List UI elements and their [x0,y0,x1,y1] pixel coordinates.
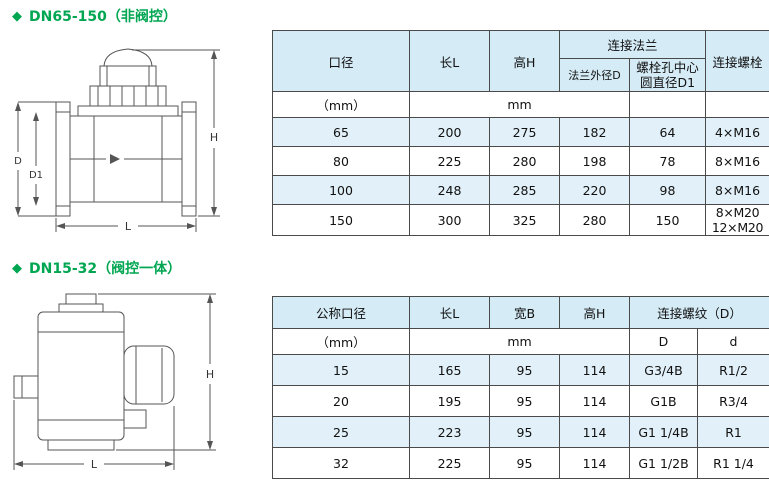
table-cell: 225 [409,447,490,479]
table-cell: 95 [489,447,560,479]
table-cell: 114 [559,447,630,479]
col-header-thread-d-small: d [696,328,769,355]
table-cell: G1 1/4B [629,416,698,448]
table-cell: 114 [559,354,630,386]
units-mm: mm [409,328,630,355]
table-cell: 280 [489,146,560,176]
table-cell: 300 [409,204,490,236]
spec-row-80: 80 225 280 198 78 8×M16 [272,146,769,176]
table-cell: 248 [409,175,490,205]
diamond-bullet-icon: ◆ [12,260,22,276]
table-cell: 78 [628,146,707,176]
dn15-32-spec-table: 公称口径 长L 宽B 高H 连接螺纹（D） （mm） mm D d 15 165… [272,296,769,479]
section1-title: DN65-150（非阀控） [29,9,177,25]
dn65-150-meter-drawing: D D1 H L [6,24,268,244]
col-header-length: 长L [409,30,490,92]
dim-label-h: H [206,368,214,381]
table-cell: R3/4 [696,385,769,417]
col-header-flange-od: 法兰外径D [559,58,630,92]
col-header-bolts: 连接螺栓 [705,30,769,92]
table-cell: 100 [272,175,410,205]
spec-row-25: 25 223 95 114 G1 1/4B R1 [272,416,769,448]
col-header-nominal-diameter: 公称口径 [272,296,410,329]
dim-label-l: L [125,220,132,233]
table-cell: 95 [489,416,560,448]
col-header-bolt-circle: 螺栓孔中心 圆直径D1 [628,58,707,92]
table-cell: 4×M16 [705,117,769,147]
spec-row-100: 100 248 285 220 98 8×M16 [272,175,769,205]
table-cell: 223 [409,416,490,448]
dim-label-d: D [14,156,22,167]
table-cell: 65 [272,117,410,147]
table-cell: 95 [489,354,560,386]
col-header-height: 高H [489,30,560,92]
table-cell: 280 [559,204,630,236]
table-cell: R1 1/4 [696,447,769,479]
table-cell: G1 1/2B [629,447,698,479]
dim-label-d1: D1 [29,170,43,181]
col-header-width: 宽B [489,296,560,329]
bolt-circle-line1: 螺栓孔中心 [636,60,699,75]
table-cell: 95 [489,385,560,417]
units-empty-1 [628,91,707,118]
table-cell: 182 [559,117,630,147]
dn65-150-spec-table: 口径 长L 高H 连接法兰 连接螺栓 法兰外径D 螺栓孔中心 圆直径D1 （mm… [272,30,769,236]
section1-heading: ◆ DN65-150（非阀控） [12,6,177,26]
units-mm: mm [409,91,630,118]
units-diameter: （mm） [272,91,410,118]
col-header-diameter: 口径 [272,30,410,92]
table-cell: 8×M20 12×M20 [705,204,769,236]
table-cell: 165 [409,354,490,386]
table-cell: 200 [409,117,490,147]
col-header-flange-group: 连接法兰 [558,30,707,59]
dim-label-l: L [91,458,98,471]
section2-heading: ◆ DN15-32（阀控一体） [12,258,181,278]
table-cell: 98 [628,175,707,205]
table-cell: 32 [272,447,410,479]
table-cell: 8×M16 [705,175,769,205]
dn15-32-meter-drawing: H L [4,288,256,485]
table-cell: G3/4B [629,354,698,386]
table-cell: R1 [696,416,769,448]
table-cell: 80 [272,146,410,176]
spec-row-15: 15 165 95 114 G3/4B R1/2 [272,354,769,386]
col-header-height: 高H [559,296,630,329]
spec-row-65: 65 200 275 182 64 4×M16 [272,117,769,147]
diamond-bullet-icon: ◆ [12,8,22,24]
col-header-thread-group: 连接螺纹（D） [628,296,769,329]
table-cell: 220 [559,175,630,205]
units-empty-2 [705,91,769,118]
spec-row-150: 150 300 325 280 150 8×M20 12×M20 [272,204,769,236]
spec-row-32: 32 225 95 114 G1 1/2B R1 1/4 [272,447,769,479]
col-header-thread-d: D [629,328,698,355]
table-cell: 114 [559,416,630,448]
table-cell: 150 [628,204,707,236]
table-cell: 198 [559,146,630,176]
table-cell: 225 [409,146,490,176]
table-cell: G1B [629,385,698,417]
table-cell: 150 [272,204,410,236]
table-cell: 114 [559,385,630,417]
section2-title: DN15-32（阀控一体） [29,261,182,277]
col-header-length: 长L [409,296,490,329]
table-cell: 325 [489,204,560,236]
table-cell: 64 [628,117,707,147]
bolt-circle-line2: 圆直径D1 [639,75,696,90]
table-cell: 195 [409,385,490,417]
table-cell: 25 [272,416,410,448]
table-cell: 275 [489,117,560,147]
table-cell: 20 [272,385,410,417]
dim-label-h: H [210,131,218,144]
table-cell: 8×M16 [705,146,769,176]
table-cell: 285 [489,175,560,205]
table-cell: R1/2 [696,354,769,386]
table-cell: 15 [272,354,410,386]
units-diameter: （mm） [272,328,410,355]
spec-row-20: 20 195 95 114 G1B R3/4 [272,385,769,417]
